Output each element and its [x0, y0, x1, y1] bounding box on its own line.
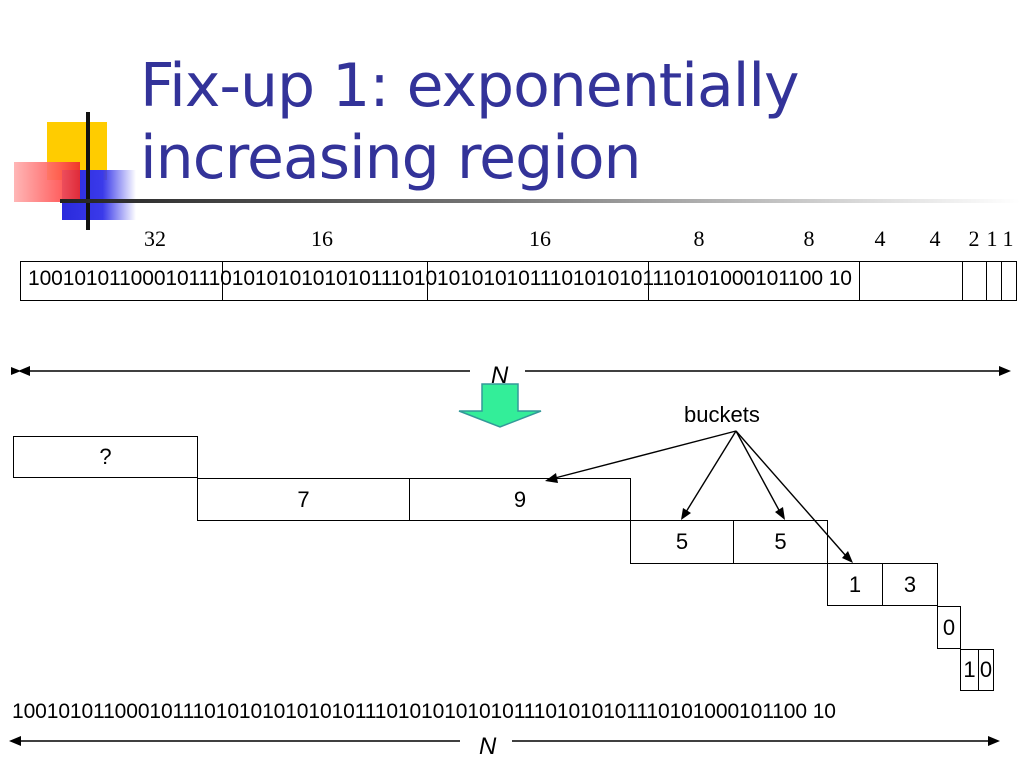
bucket-box: 0: [937, 606, 961, 649]
bucket-box: 5: [630, 520, 734, 564]
segment-size-label: 4: [929, 226, 941, 251]
segment-size-label: 32: [144, 226, 166, 251]
segment-divider: [427, 262, 428, 300]
bucket-box: 9: [409, 478, 631, 521]
segment-divider: [1001, 262, 1002, 300]
title-rule: [60, 199, 1020, 203]
bottom-bit-string: 1001010110001011101010101010101110101010…: [12, 700, 836, 723]
segment-divider: [962, 262, 963, 300]
down-arrow-icon: [458, 383, 542, 428]
n-label-top: N: [491, 362, 509, 389]
bucket-box: 0: [978, 649, 994, 691]
slide-title: Fix-up 1: exponentially increasing regio…: [140, 51, 800, 193]
bucket-box: 1: [960, 649, 979, 691]
top-bit-row: [20, 261, 1017, 301]
segment-size-label: 8: [803, 226, 815, 251]
n-span-arrow-top: [11, 366, 1011, 376]
bucket-box: 3: [882, 563, 938, 606]
segment-size-label: 8: [693, 226, 705, 251]
n-label-bottom: N: [479, 733, 497, 760]
segment-size-label: 16: [311, 226, 333, 251]
segment-size-label: 1: [1002, 226, 1014, 251]
buckets-label: buckets: [684, 402, 760, 427]
segment-divider: [222, 262, 223, 300]
segment-divider: [986, 262, 987, 300]
segment-size-label: 16: [529, 226, 551, 251]
bucket-box: 5: [733, 520, 828, 564]
n-span-arrow-bottom: [9, 736, 1000, 746]
decor-red-square: [14, 162, 80, 202]
segment-divider: [648, 262, 649, 300]
segment-size-label: 4: [874, 226, 886, 251]
bucket-box-unknown: ?: [13, 436, 198, 478]
segment-size-label: 2: [968, 226, 980, 251]
bucket-box: 7: [197, 478, 410, 521]
top-bit-string: 1001010110001011101010101010101110101010…: [28, 267, 852, 290]
segment-size-label: 1: [986, 226, 998, 251]
decor-vertical-bar: [86, 112, 90, 230]
bucket-box: 1: [827, 563, 883, 606]
segment-divider: [859, 262, 860, 300]
